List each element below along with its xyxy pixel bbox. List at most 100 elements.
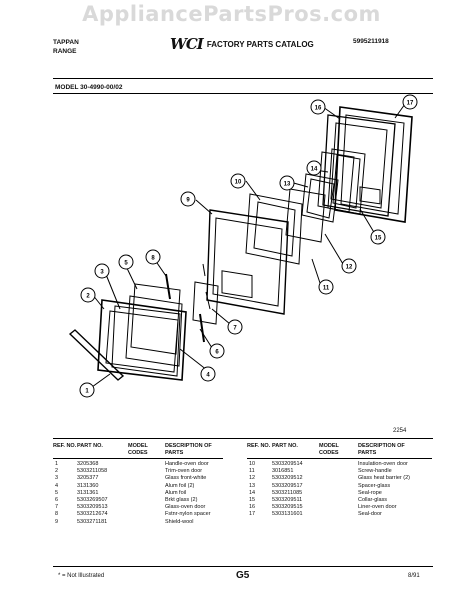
table-cell-desc: Fstnr-nylon spacer bbox=[165, 511, 211, 518]
not-illustrated-note: * = Not Illustrated bbox=[58, 573, 105, 579]
col-codes-header-right: MODEL CODES bbox=[319, 443, 339, 456]
part-insulation-shape bbox=[245, 193, 303, 265]
callout-15: 15 bbox=[370, 229, 386, 245]
svg-text:17: 17 bbox=[407, 101, 414, 107]
table-cell-desc: Alum foil (2) bbox=[165, 482, 195, 489]
table-cell-ref: 13 bbox=[249, 482, 256, 489]
table-cell-desc: Alum foil bbox=[165, 489, 187, 496]
part-glass-oven-door-shape bbox=[192, 281, 219, 325]
site-watermark: AppliancePartsPros.com bbox=[82, 2, 381, 26]
callout-16: 16 bbox=[310, 99, 326, 115]
table-cell-ref: 5 bbox=[55, 489, 59, 496]
callout-7: 7 bbox=[227, 319, 243, 335]
table-cell-ref: 15 bbox=[249, 497, 256, 503]
svg-text:3: 3 bbox=[100, 270, 104, 276]
table-cell-desc: Glass front-white bbox=[165, 475, 207, 482]
callout-2: 2 bbox=[80, 287, 96, 303]
part-seal-door-shape bbox=[334, 106, 413, 223]
table-cell-desc: Screw-handle bbox=[358, 468, 392, 475]
table-cell-ref: 9 bbox=[55, 518, 59, 525]
revision-date: 8/91 bbox=[408, 573, 420, 579]
table-cell-desc: Handle-oven door bbox=[165, 461, 209, 467]
table-cell-part: 5303271181 bbox=[77, 518, 108, 525]
part-liner-shape bbox=[322, 114, 396, 217]
table-cell-ref: 8 bbox=[55, 511, 59, 518]
callout-17: 17 bbox=[402, 94, 418, 110]
svg-text:15: 15 bbox=[375, 236, 382, 242]
col-part-header-right: PART NO. bbox=[272, 443, 298, 449]
page-number: G5 bbox=[236, 570, 250, 581]
table-cell-part: 5303269507 bbox=[77, 497, 108, 503]
callout-13: 13 bbox=[279, 175, 295, 191]
svg-text:10: 10 bbox=[235, 180, 242, 186]
svg-text:9: 9 bbox=[186, 198, 190, 204]
part-spacer-glass-shape bbox=[301, 173, 339, 223]
part-handle-shape bbox=[68, 329, 125, 381]
table-cell-part: 5303209513 bbox=[77, 504, 108, 511]
part-trim-oven-door-shape bbox=[97, 299, 187, 381]
table-cell-part: 5303131601 bbox=[272, 511, 303, 518]
col-desc-header-right: DESCRIPTION OF PARTS bbox=[358, 443, 405, 456]
table-cell-part: 5303209512 bbox=[272, 475, 303, 482]
part-shield-wool-shape bbox=[206, 209, 289, 315]
table-cell-ref: 10 bbox=[249, 461, 256, 467]
table-cell-desc: Shield-wool bbox=[165, 518, 194, 525]
col-codes-header-left: MODEL CODES bbox=[128, 443, 148, 456]
table-cell-ref: 3 bbox=[55, 475, 59, 482]
brand-block: TAPPAN RANGE bbox=[53, 38, 79, 56]
table-cell-part: 5303212674 bbox=[77, 511, 108, 518]
brand-name: TAPPAN bbox=[53, 39, 79, 46]
svg-text:14: 14 bbox=[311, 167, 318, 173]
table-cell-part: 3016851 bbox=[272, 468, 294, 475]
table-cell-desc: Brkt glass (2) bbox=[165, 497, 198, 503]
callout-8: 8 bbox=[145, 249, 161, 265]
catalog-number: 5995211918 bbox=[353, 38, 389, 45]
callout-1: 1 bbox=[79, 382, 95, 398]
part-glass-front-shape bbox=[111, 305, 181, 377]
svg-text:5: 5 bbox=[124, 261, 128, 267]
col-part-header-left: PART NO. bbox=[77, 443, 103, 449]
callout-11: 11 bbox=[318, 279, 334, 295]
catalog-title: FACTORY PARTS CATALOG bbox=[206, 39, 314, 49]
table-cell-desc: Trim-oven door bbox=[165, 468, 203, 475]
model-number: MODEL 30-4990-00/02 bbox=[55, 84, 123, 91]
svg-text:13: 13 bbox=[284, 182, 291, 188]
table-cell-ref: 17 bbox=[249, 511, 256, 518]
svg-text:4: 4 bbox=[206, 373, 210, 379]
part-heat-barrier-glass-shape bbox=[285, 188, 326, 243]
svg-text:6: 6 bbox=[215, 350, 219, 356]
table-cell-ref: 14 bbox=[249, 489, 256, 496]
table-cell-ref: 2 bbox=[55, 468, 59, 475]
part-alum-foil-shape bbox=[130, 283, 181, 355]
table-cell-desc: Collar-glass bbox=[358, 497, 388, 503]
table-cell-part: 3205368 bbox=[77, 461, 99, 467]
table-cell-part: 5303209511 bbox=[272, 497, 303, 503]
table-cell-desc: Glass-oven door bbox=[165, 504, 206, 511]
callout-6: 6 bbox=[209, 343, 225, 359]
svg-text:1: 1 bbox=[85, 389, 89, 395]
svg-text:7: 7 bbox=[233, 326, 237, 332]
table-cell-desc: Seal-rope bbox=[358, 489, 382, 496]
table-cell-ref: 11 bbox=[249, 468, 255, 475]
callout-12: 12 bbox=[341, 258, 357, 274]
table-cell-part: 3205377 bbox=[77, 475, 99, 482]
left-header-rule bbox=[53, 458, 223, 459]
parts-catalog-sheet: TAPPAN RANGE WCI FACTORY PARTS CATALOG 5… bbox=[40, 24, 433, 590]
table-cell-part: 5303211058 bbox=[77, 468, 108, 475]
svg-text:11: 11 bbox=[323, 286, 330, 292]
col-ref-header-right: REF. NO. bbox=[247, 443, 271, 449]
table-cell-desc: Liner-oven door bbox=[358, 504, 397, 511]
part-bracket-glass-shape bbox=[165, 273, 171, 300]
table-cell-desc: Seal-door bbox=[358, 511, 382, 518]
catalog-heading: WCI FACTORY PARTS CATALOG bbox=[170, 35, 314, 53]
figure-id: 2254 bbox=[393, 428, 407, 434]
part-collar-glass-shape bbox=[327, 148, 366, 215]
callout-9: 9 bbox=[180, 191, 196, 207]
table-cell-part: 3131361 bbox=[77, 489, 99, 496]
table-cell-part: 3131360 bbox=[77, 482, 99, 489]
wci-logo: WCI bbox=[170, 35, 204, 53]
callout-14: 14 bbox=[306, 160, 322, 176]
table-cell-ref: 6 bbox=[55, 497, 59, 503]
part-spacer-shape bbox=[202, 263, 206, 277]
part-seal-rope-shape bbox=[317, 151, 355, 213]
